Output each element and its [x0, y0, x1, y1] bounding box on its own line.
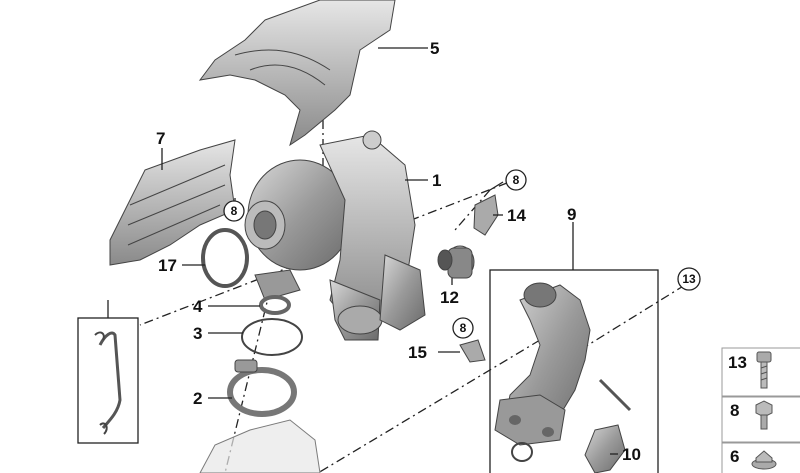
legend-number-8: 8 [730, 401, 739, 420]
bracket-14 [473, 194, 499, 236]
sensor-10 [584, 424, 626, 473]
hose-12 [437, 245, 475, 279]
callout-10: 10 [622, 445, 641, 464]
pipe-9 [494, 282, 632, 446]
group-box-9 [489, 269, 659, 473]
gasket-3 [241, 318, 303, 356]
heat-shield-top [198, 0, 396, 147]
bracket-15 [459, 339, 486, 363]
callout-9: 9 [567, 205, 576, 224]
turbocharger [244, 130, 426, 341]
legend-number-6: 6 [730, 447, 739, 466]
bolt-icon [756, 351, 772, 389]
callout-15: 15 [408, 343, 427, 362]
callout-14: 14 [507, 206, 526, 225]
circled-callout-8a: 8 [513, 173, 520, 187]
callout-4: 4 [193, 297, 203, 316]
circled-callout-8b: 8 [231, 204, 238, 218]
callout-2: 2 [193, 389, 202, 408]
callout-12: 12 [440, 288, 459, 307]
callout-16: 17 [158, 256, 177, 275]
heat-shield-side [109, 139, 236, 266]
callout-5: 5 [430, 39, 439, 58]
circled-callout-13: 13 [682, 272, 696, 286]
hex-nut-icon [755, 400, 773, 430]
o-ring [511, 442, 533, 462]
callout-3: 3 [193, 324, 202, 343]
legend-number-13: 13 [728, 353, 747, 372]
v-band-clamp [227, 367, 297, 417]
callout-7: 7 [156, 129, 165, 148]
hose-clip-17 [94, 331, 122, 435]
flange-nut-icon [751, 450, 777, 470]
gasket-ring-16 [201, 228, 249, 288]
circled-callout-8c: 8 [460, 321, 467, 335]
legend: 13 8 6 [721, 347, 800, 473]
ring-4 [259, 295, 291, 315]
callout-1: 1 [432, 171, 441, 190]
